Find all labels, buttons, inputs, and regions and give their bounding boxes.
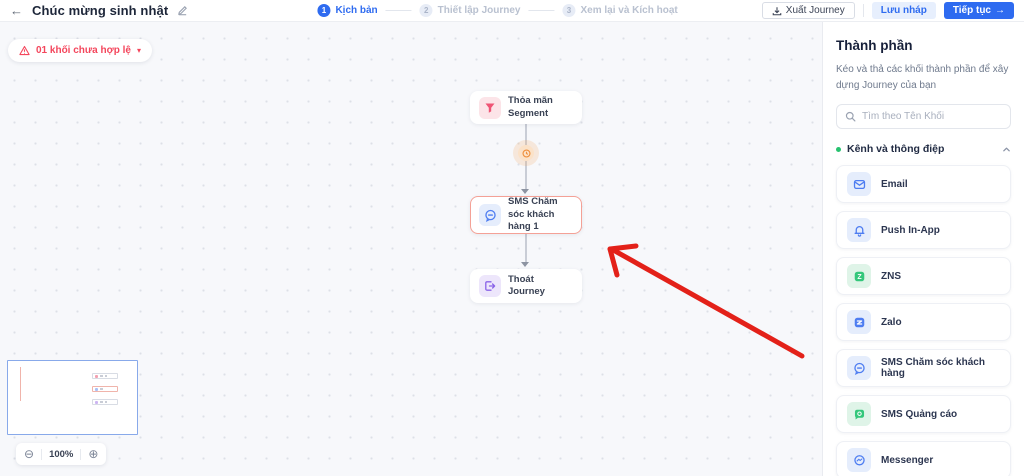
chevron-up-icon[interactable] <box>1002 145 1011 154</box>
edge-arrowhead <box>521 189 529 194</box>
journey-title: Chúc mừng sinh nhật <box>32 3 169 18</box>
export-journey-button[interactable]: Xuất Journey <box>761 2 855 19</box>
back-arrow-icon[interactable]: ← <box>10 3 23 18</box>
edge-delay-badge[interactable] <box>513 140 539 166</box>
minimap-edge <box>20 367 21 401</box>
step-kich-ban[interactable]: 1 Kịch bản <box>317 4 378 17</box>
node-label: Thỏa mãn Segment <box>508 95 553 119</box>
zoom-in-icon[interactable]: ⊕ <box>88 447 99 461</box>
step-thiet-lap-journey[interactable]: 2 Thiết lập Journey <box>419 4 521 17</box>
zns-icon: Z <box>847 264 871 288</box>
warning-triangle-icon <box>19 45 30 56</box>
component-email[interactable]: Email <box>836 165 1011 203</box>
step-2-badge: 2 <box>419 4 433 17</box>
component-label: SMS Chăm sóc khách hàng <box>881 357 985 379</box>
edge-arrowhead <box>521 262 529 267</box>
component-label: ZNS <box>881 270 901 282</box>
components-sidebar: Thành phần Kéo và thả các khối thành phầ… <box>822 22 1024 476</box>
green-dot-icon <box>836 146 841 152</box>
arrow-right-icon: → <box>995 5 1005 16</box>
wizard-stepper: 1 Kịch bản 2 Thiết lập Journey 3 Xem lại… <box>317 4 678 17</box>
sidebar-title: Thành phần <box>836 38 913 53</box>
node-label: SMS Chăm sóc khách hàng 1 <box>508 196 558 233</box>
zoom-controls: ⊖ 100% ⊕ <box>16 443 107 465</box>
component-label: SMS Quảng cáo <box>881 408 958 420</box>
zoom-out-icon[interactable]: ⊖ <box>24 447 35 461</box>
exit-icon <box>479 275 501 297</box>
node-label: Thoát Journey <box>508 273 545 297</box>
step-1-badge: 1 <box>317 4 331 17</box>
caret-down-icon: ▾ <box>136 45 141 55</box>
svg-text:Z: Z <box>857 274 862 281</box>
sidebar-description: Kéo và thả các khối thành phần để xây dự… <box>836 64 1009 91</box>
invalid-blocks-alert[interactable]: 01 khối chưa hợp lệ ▾ <box>8 39 152 62</box>
step-3-badge: 3 <box>562 4 576 17</box>
continue-label: Tiếp tục <box>952 5 991 16</box>
email-icon <box>847 172 871 196</box>
sms-chat-icon <box>479 204 501 226</box>
component-zns[interactable]: Z ZNS <box>836 257 1011 295</box>
download-icon <box>772 6 782 15</box>
minimap[interactable] <box>7 360 138 435</box>
clock-icon <box>521 148 531 158</box>
step-3-label: Xem lại và Kích hoạt <box>580 5 678 16</box>
component-push-in-app[interactable]: Push In-App <box>836 211 1011 249</box>
messenger-icon <box>847 448 871 472</box>
edit-title-icon[interactable] <box>177 5 188 16</box>
zoom-divider <box>80 448 82 460</box>
top-bar: ← Chúc mừng sinh nhật 1 Kịch bản 2 Thiết… <box>0 0 1024 22</box>
component-sms-cham-soc[interactable]: SMS Chăm sóc khách hàng <box>836 349 1011 387</box>
continue-button[interactable]: Tiếp tục → <box>943 2 1014 19</box>
component-label: Messenger <box>881 454 934 466</box>
header-divider <box>862 4 864 17</box>
section-label: Kênh và thông điệp <box>847 143 945 155</box>
step-connector <box>385 10 412 11</box>
node-sms-care[interactable]: SMS Chăm sóc khách hàng 1 <box>470 196 582 234</box>
save-draft-button[interactable]: Lưu nháp <box>871 2 936 19</box>
node-segment-trigger[interactable]: Thỏa mãn Segment <box>470 91 582 124</box>
component-sms-quang-cao[interactable]: SMS Quảng cáo <box>836 395 1011 433</box>
search-icon <box>845 111 856 122</box>
funnel-icon <box>479 96 501 119</box>
sms-chat-icon <box>847 356 871 380</box>
export-journey-label: Xuất Journey <box>785 5 845 16</box>
node-exit-journey[interactable]: Thoát Journey <box>470 269 582 303</box>
section-channels[interactable]: Kênh và thông điệp <box>836 143 1011 155</box>
step-connector <box>528 10 555 11</box>
component-label: Email <box>881 178 908 190</box>
search-input[interactable] <box>862 111 1002 122</box>
component-messenger[interactable]: Messenger <box>836 441 1011 476</box>
step-2-label: Thiết lập Journey <box>437 5 521 16</box>
step-xem-lai-kich-hoat[interactable]: 3 Xem lại và Kích hoạt <box>562 4 678 17</box>
edge-sms-to-exit <box>525 234 527 263</box>
block-search[interactable] <box>836 104 1011 129</box>
component-label: Push In-App <box>881 224 940 236</box>
component-zalo[interactable]: Zalo <box>836 303 1011 341</box>
component-label: Zalo <box>881 316 902 328</box>
journey-canvas[interactable]: 01 khối chưa hợp lệ ▾ <box>0 22 822 476</box>
step-1-label: Kịch bản <box>335 5 378 16</box>
zoom-divider <box>41 448 43 460</box>
zoom-level: 100% <box>49 448 74 460</box>
sms-ad-icon <box>847 402 871 426</box>
zalo-icon <box>847 310 871 334</box>
bell-icon <box>847 218 871 242</box>
minimap-flow <box>92 373 122 412</box>
invalid-blocks-label: 01 khối chưa hợp lệ <box>36 45 131 56</box>
